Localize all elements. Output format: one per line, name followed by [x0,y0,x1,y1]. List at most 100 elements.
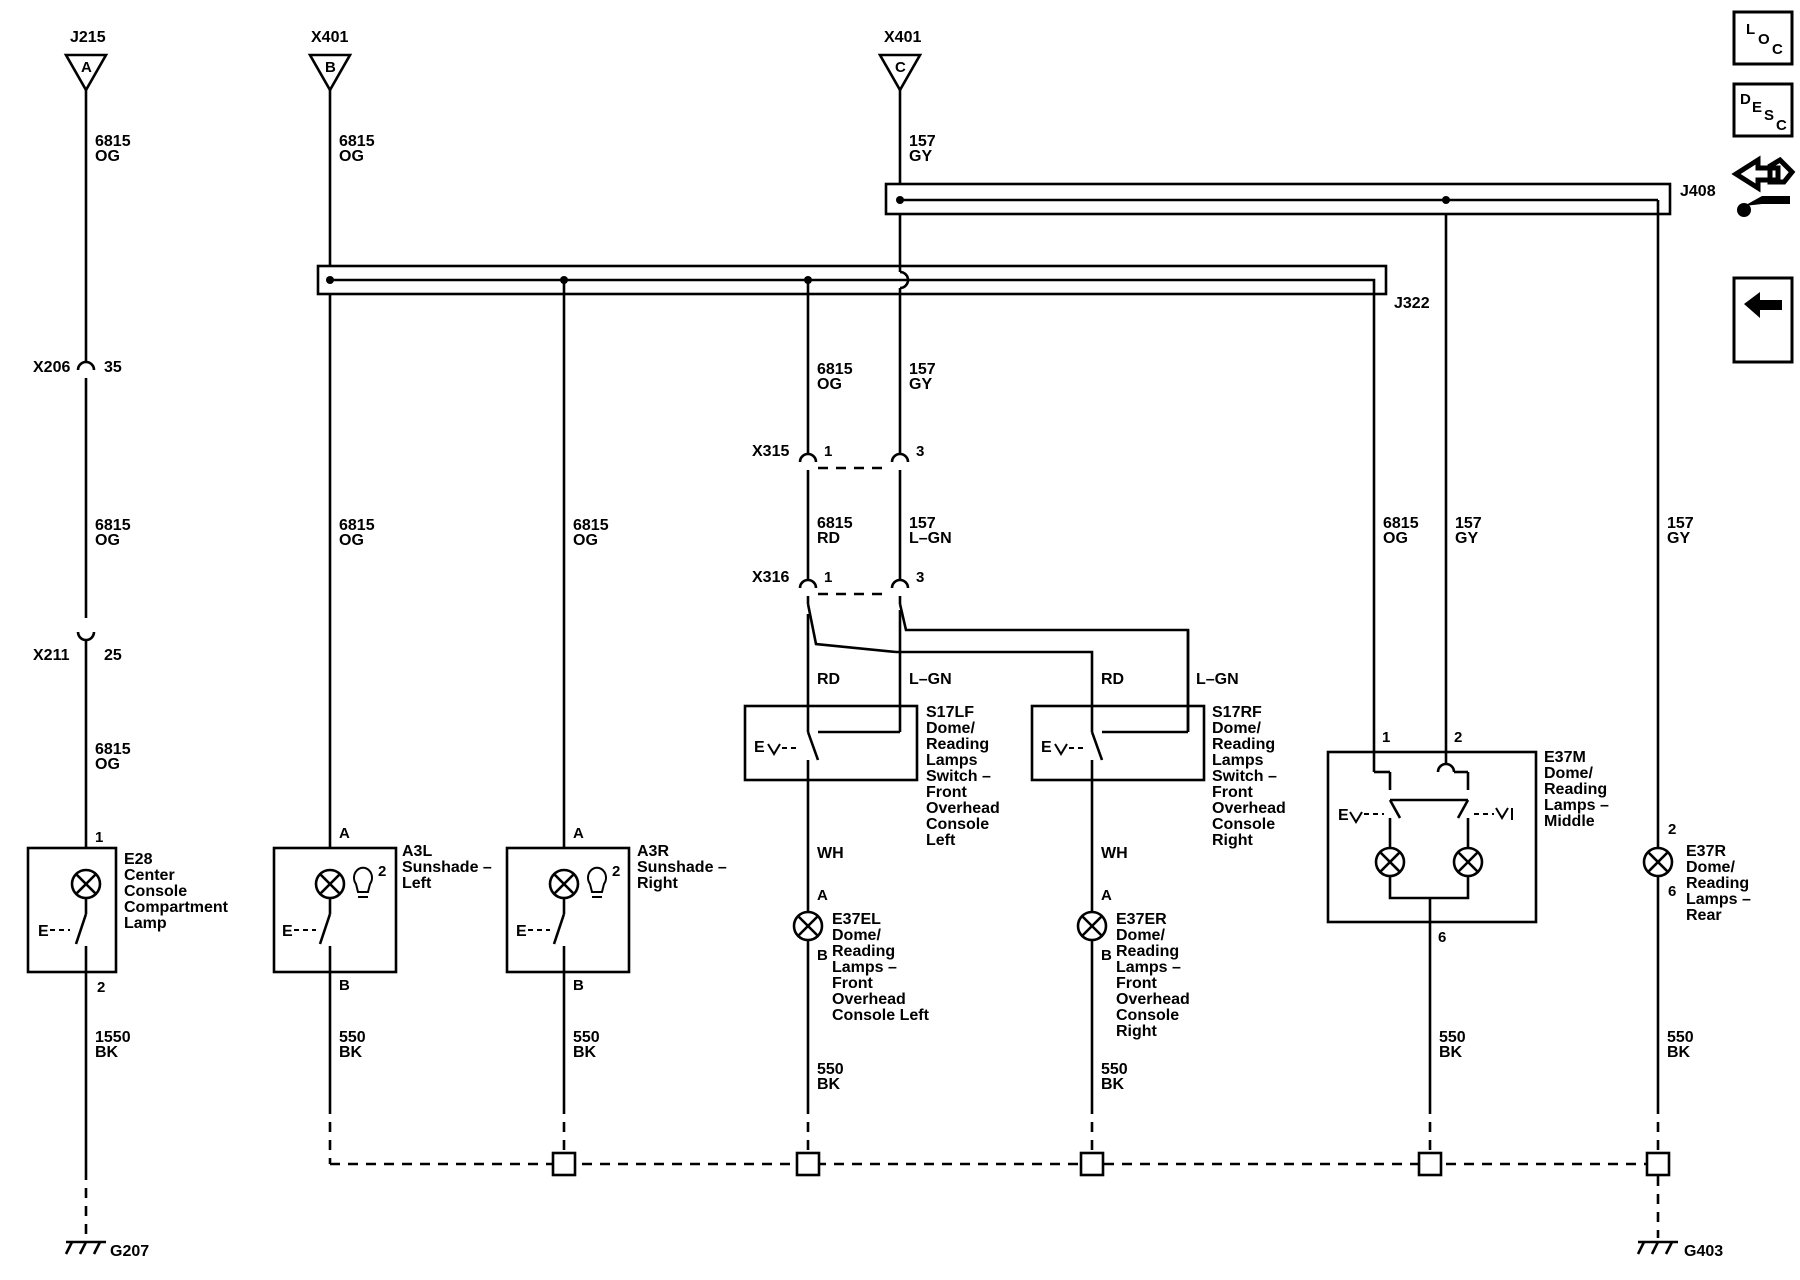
s17lf-description: S17LF Dome/ Reading Lamps Switch – Front… [926,704,1000,849]
desc-button[interactable]: D E S C [1732,82,1794,138]
svg-text:RD: RD [1101,671,1124,688]
svg-text:Overhead: Overhead [1116,991,1190,1008]
svg-text:GY: GY [1667,530,1690,547]
svg-text:Dome/: Dome/ [1212,720,1261,737]
svg-text:6815: 6815 [573,517,609,534]
svg-text:BK: BK [1439,1044,1463,1061]
svg-text:S17LF: S17LF [926,704,974,721]
svg-text:B: B [573,977,584,994]
svg-text:D: D [1740,91,1751,108]
svg-text:6815: 6815 [817,361,853,378]
svg-text:6815: 6815 [95,133,131,150]
svg-text:Front: Front [1212,784,1254,801]
svg-text:OG: OG [339,532,364,549]
a3r-description: A3R Sunshade – Right [637,843,727,892]
x315-x316-labels: X315 1 3 X316 1 3 [752,443,924,586]
svg-text:2: 2 [378,863,386,880]
svg-text:1: 1 [1382,729,1390,746]
wire-labels-c9: 157 GY 2 6 550 BK [1667,515,1694,1061]
svg-text:157: 157 [1455,515,1482,532]
svg-text:E: E [516,923,527,940]
svg-text:G207: G207 [110,1243,149,1260]
svg-text:BK: BK [95,1044,119,1061]
svg-text:Right: Right [1116,1023,1158,1040]
wire-labels-c2: 6815 OG 6815 OG 550 BK A B [339,133,375,1061]
svg-text:6815: 6815 [1383,515,1419,532]
back-button[interactable] [1732,276,1794,364]
svg-text:3: 3 [916,443,924,460]
svg-text:Console Left: Console Left [832,1007,930,1024]
svg-text:550: 550 [339,1029,366,1046]
arrow-left-icon [1744,292,1782,318]
svg-text:E: E [1752,99,1762,116]
svg-text:Overhead: Overhead [832,991,906,1008]
ground-g207: G207 [64,1240,149,1260]
svg-text:X316: X316 [752,569,789,586]
svg-text:E: E [38,923,49,940]
svg-text:Switch –: Switch – [926,768,991,785]
wire-labels-c3: 6815 OG 550 BK A B [573,517,609,1061]
svg-text:X401: X401 [311,29,348,46]
svg-text:Dome/: Dome/ [1116,927,1165,944]
svg-text:Dome/: Dome/ [1686,859,1735,876]
svg-text:Lamps –: Lamps – [1544,797,1609,814]
svg-text:L–GN: L–GN [909,530,952,547]
svg-text:Compartment: Compartment [124,899,229,916]
svg-text:Overhead: Overhead [1212,800,1286,817]
svg-text:E37ER: E37ER [1116,911,1167,928]
svg-text:GY: GY [909,376,932,393]
svg-text:OG: OG [95,756,120,773]
loc-button[interactable]: L O C [1732,10,1794,66]
svg-text:G403: G403 [1684,1243,1723,1260]
svg-text:B: B [325,59,336,76]
svg-text:550: 550 [817,1061,844,1078]
svg-text:Sunshade –: Sunshade – [637,859,727,876]
svg-text:J408: J408 [1680,183,1716,200]
e37m-description: E37M Dome/ Reading Lamps – Middle [1544,749,1609,830]
svg-text:Console: Console [124,883,187,900]
svg-text:Left: Left [926,832,956,849]
circuit-s17lf-e37el: E [743,90,1190,1152]
svg-text:Lamp: Lamp [124,915,167,932]
svg-text:2: 2 [1668,821,1676,838]
svg-text:Switch –: Switch – [1212,768,1277,785]
svg-text:A: A [1101,887,1112,904]
svg-text:6815: 6815 [339,133,375,150]
svg-text:C: C [1772,41,1783,58]
svg-text:Center: Center [124,867,175,884]
svg-text:E37EL: E37EL [832,911,881,928]
svg-text:Sunshade –: Sunshade – [402,859,492,876]
circuit-a3r: 2 E [505,280,631,1152]
svg-text:GY: GY [909,148,932,165]
circuit-e37m: E [1326,214,1538,1152]
svg-text:Dome/: Dome/ [832,927,881,944]
svg-text:B: B [817,947,828,964]
svg-text:Front: Front [926,784,968,801]
svg-text:J322: J322 [1394,295,1430,312]
svg-text:L: L [1746,21,1755,38]
svg-text:C: C [895,59,906,76]
svg-text:6815: 6815 [95,517,131,534]
svg-text:L–GN: L–GN [1196,671,1239,688]
circuit-e37r [1642,214,1674,1238]
svg-text:WH: WH [1101,845,1128,862]
ground-bus [330,1151,1671,1177]
svg-text:BK: BK [1101,1076,1125,1093]
svg-text:BK: BK [1667,1044,1691,1061]
svg-text:Lamps: Lamps [926,752,978,769]
svg-text:6: 6 [1438,929,1446,946]
ground-g403: G403 [1636,1240,1723,1260]
svg-text:GY: GY [1455,530,1478,547]
svg-text:E37R: E37R [1686,843,1726,860]
e37er-description: E37ER Dome/ Reading Lamps – Front Overhe… [1116,911,1190,1040]
svg-text:1: 1 [824,443,832,460]
svg-text:X315: X315 [752,443,789,460]
wire-labels-c1: 6815 OG 6815 OG 6815 OG 1550 BK 1 2 [95,133,131,1061]
svg-text:B: B [1101,947,1112,964]
repair-icon[interactable] [1731,155,1796,217]
svg-text:A: A [817,887,828,904]
svg-text:Front: Front [832,975,874,992]
wire-labels-c6: RD L–GN WH 550 BK A B [1101,671,1239,1093]
svg-text:Lamps –: Lamps – [832,959,897,976]
connector-j215: J215 A [63,29,109,93]
